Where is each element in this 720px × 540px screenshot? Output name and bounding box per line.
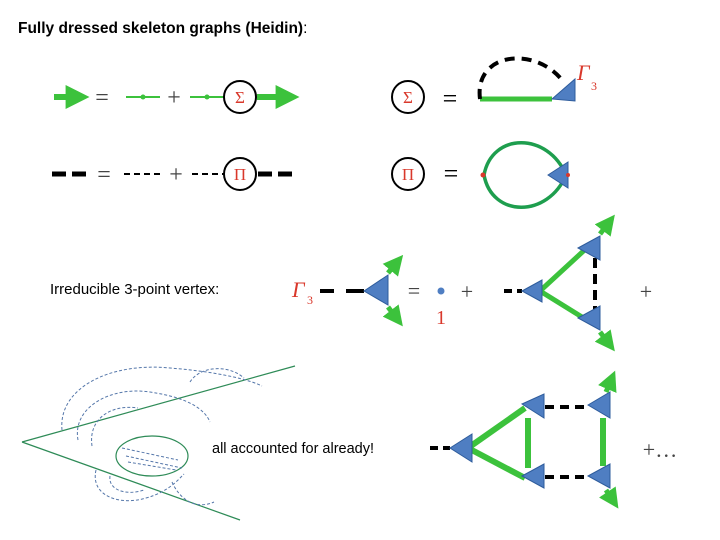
title-text: Fully dressed skeleton graphs (Heidin) xyxy=(18,20,304,37)
pi-blob xyxy=(391,157,425,191)
green-arrow-icon xyxy=(594,329,615,352)
sketch-dashed-curve xyxy=(189,368,245,383)
blue-triangle-vertex-icon xyxy=(547,161,569,189)
gamma-index: 3 xyxy=(591,79,597,93)
dashed-dyson-equation: = + Π xyxy=(52,157,298,191)
blue-triangle-vertex-icon xyxy=(520,463,545,489)
green-arrow-icon xyxy=(204,94,210,100)
equals-sign: = xyxy=(408,278,420,303)
sketch-plane-edge xyxy=(21,441,241,521)
sigma-blob xyxy=(391,80,425,114)
blue-triangle-vertex-icon xyxy=(520,393,545,419)
green-propagator xyxy=(538,243,592,293)
bare-vertex-dot xyxy=(480,172,486,178)
equals-sign: = xyxy=(443,84,458,113)
blue-triangle-vertex-icon xyxy=(576,305,601,331)
sketch-hatching xyxy=(121,447,183,471)
vertex-equation: Γ 3 = 1 + + xyxy=(291,214,652,352)
sketch-ellipse xyxy=(115,435,189,477)
equals-sign: = xyxy=(95,85,109,111)
blue-triangle-vertex-icon xyxy=(550,77,576,102)
green-dyson-equation: = + Σ xyxy=(54,80,300,114)
green-arrow-icon xyxy=(594,214,615,237)
pi-symbol: Π xyxy=(234,165,246,184)
sketch-dashed-curve xyxy=(94,469,185,502)
page-title: Fully dressed skeleton graphs (Heidin): xyxy=(18,20,307,38)
blue-triangle-vertex-icon xyxy=(576,235,601,261)
plus-sign: + xyxy=(640,279,652,304)
bare-vertex-dot xyxy=(437,287,445,295)
skeleton-sketch xyxy=(21,365,296,521)
gamma-symbol: Γ xyxy=(576,60,591,85)
sketch-dashed-curve xyxy=(171,481,215,506)
sigma-symbol: Σ xyxy=(403,88,413,107)
sketch-plane-edge xyxy=(21,365,296,443)
sigma-symbol: Σ xyxy=(235,88,245,107)
sigma-definition: Σ = Γ 3 xyxy=(391,56,597,114)
plus-sign: + xyxy=(169,162,183,188)
blue-triangle-vertex-icon xyxy=(586,463,611,489)
sketch-dashed-curve xyxy=(91,406,139,447)
bare-vertex-dot xyxy=(566,173,570,177)
plus-sign: + xyxy=(461,279,473,304)
vertex-heading: Irreducible 3-point vertex: xyxy=(50,281,220,298)
sketch-dashed-curve xyxy=(61,366,263,431)
sketch-dashed-curve xyxy=(76,390,211,441)
title-colon: : xyxy=(303,20,308,37)
pi-definition: Π = xyxy=(391,141,570,209)
blue-triangle-vertex-icon xyxy=(587,391,611,419)
equals-sign: = xyxy=(444,159,459,188)
gamma-index: 3 xyxy=(307,293,313,307)
green-arrow-icon xyxy=(598,370,617,393)
blue-triangle-vertex-icon xyxy=(363,274,389,306)
equals-sign: = xyxy=(97,162,111,188)
sigma-blob xyxy=(223,80,257,114)
plus-sign: + xyxy=(167,85,181,111)
green-arrow-icon xyxy=(599,486,619,509)
green-arrow-icon xyxy=(140,94,146,100)
pi-symbol: Π xyxy=(402,165,414,184)
green-arrow-icon xyxy=(382,304,403,327)
ellipsis-continuation: +… xyxy=(643,437,677,462)
accounted-label: all accounted for already! xyxy=(212,441,375,457)
dashed-interaction-line xyxy=(477,56,564,100)
blue-triangle-vertex-icon xyxy=(520,279,543,303)
pi-blob xyxy=(223,157,257,191)
green-propagator xyxy=(466,445,527,481)
green-arrow-icon xyxy=(382,254,404,277)
higher-order-diagram: +… xyxy=(430,370,677,509)
unit-vertex-label: 1 xyxy=(436,307,446,329)
blue-triangle-vertex-icon xyxy=(449,433,473,463)
green-propagator xyxy=(466,405,527,451)
green-loop-lower xyxy=(482,174,568,209)
green-loop-upper xyxy=(482,141,568,176)
gamma-symbol: Γ xyxy=(291,277,306,302)
